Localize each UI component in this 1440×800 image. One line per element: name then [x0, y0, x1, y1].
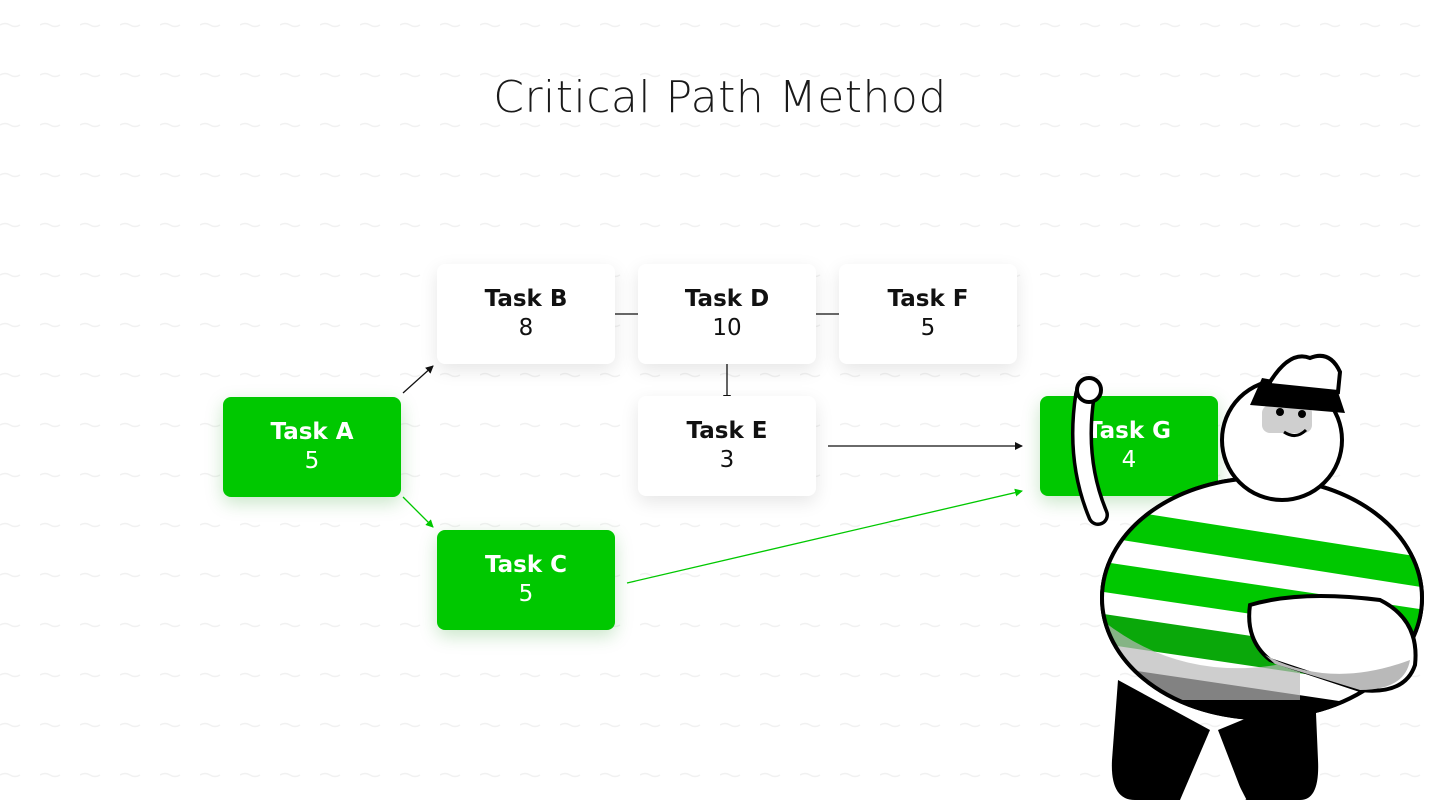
task-name: Task B — [484, 286, 568, 312]
task-e-node: Task E 3 — [638, 396, 816, 496]
task-name: Task E — [686, 418, 768, 444]
task-duration: 3 — [719, 447, 735, 473]
task-name: Task A — [270, 419, 354, 445]
task-duration: 5 — [304, 448, 320, 474]
task-duration: 5 — [920, 315, 936, 341]
task-f-node: Task F 5 — [839, 264, 1017, 364]
task-duration: 10 — [712, 315, 742, 341]
task-duration: 8 — [518, 315, 534, 341]
task-name: Task G — [1086, 418, 1172, 444]
task-b-node: Task B 8 — [437, 264, 615, 364]
task-duration: 4 — [1121, 447, 1137, 473]
task-a-node: Task A 5 — [223, 397, 401, 497]
task-duration: 5 — [518, 581, 534, 607]
task-name: Task F — [887, 286, 969, 312]
task-name: Task C — [484, 552, 568, 578]
task-c-node: Task C 5 — [437, 530, 615, 630]
task-d-node: Task D 10 — [638, 264, 816, 364]
task-name: Task D — [684, 286, 770, 312]
diagram-title: Critical Path Method — [493, 72, 947, 123]
task-g-node: Task G 4 — [1040, 396, 1218, 496]
